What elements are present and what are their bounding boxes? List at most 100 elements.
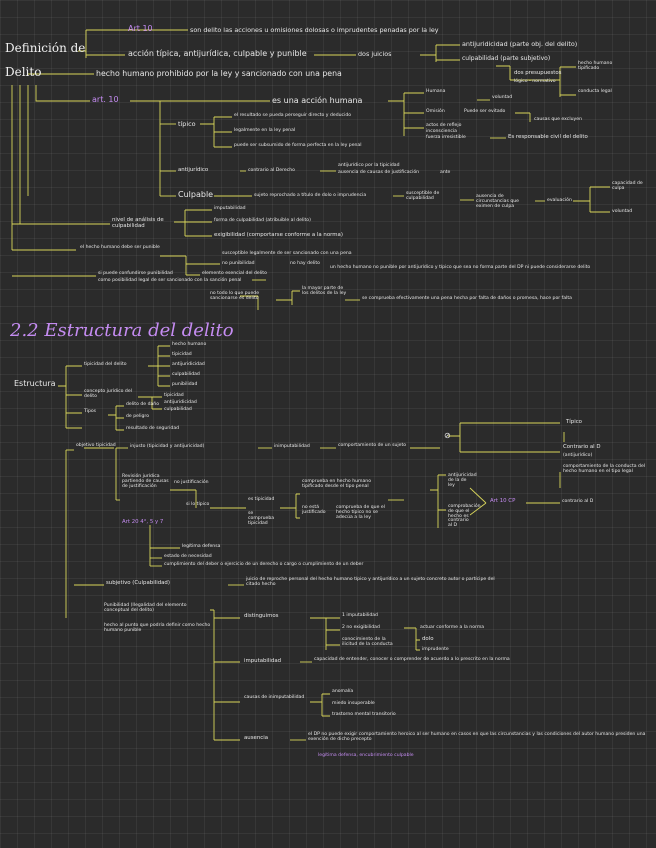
tipo-3: resultado de seguridad: [126, 426, 180, 431]
punible-9: un hecho humano no punible por antijuríd…: [330, 265, 591, 270]
es-tipicidad: es tipicidad: [248, 497, 275, 502]
antijuridico-3: ausencia de causas de justificación: [338, 170, 420, 175]
hecho-humano: hecho humano prohibido por la ley y sanc…: [96, 69, 342, 78]
tipico-1: el resultado se pueda perseguir directo …: [234, 113, 352, 118]
imputabilidad-b: imputabilidad: [244, 658, 282, 664]
exigibilidad: exigibilidad (comportarse conforme a la …: [214, 232, 343, 238]
punible-10: se comprueba efectivamente una pena hech…: [362, 296, 572, 301]
art-20: Art 20 4°, 5 y 7: [122, 519, 164, 525]
causa-2: miedo insuperable: [332, 701, 375, 706]
estado-necesidad: estado de necesidad: [164, 554, 212, 559]
punible-5: si puede confundirse punibilidad: [98, 271, 173, 276]
fuerza-irresistible: fuerza irresistible: [426, 135, 466, 140]
punible-1: el hecho humano debe ser punible: [80, 245, 160, 250]
antijuridico-2: antijurídico por la tipicidad: [338, 163, 400, 168]
causas-excluyen: causas que excluyen: [534, 117, 582, 122]
cj-3: culpabilidad: [164, 407, 192, 412]
contrario-al-d: contrario al D: [562, 499, 594, 504]
di-2: 2 no exigibilidad: [342, 625, 380, 630]
culpabilidad-parte: culpabilidad (parte subjetivo): [462, 55, 551, 62]
voluntad-b: voluntad: [612, 209, 633, 214]
no-hay-delito: no hay delito: [290, 261, 320, 266]
punible-8: la mayor parte de los delitos de la ley: [302, 286, 347, 296]
cj-2: antijuridicidad: [164, 400, 197, 405]
di-4: actuar conforme a la norma: [420, 625, 485, 630]
punibilidad: Punibilidad (Ilegalidad del elemento con…: [104, 603, 187, 613]
punible-3: no punibilidad: [222, 261, 255, 266]
dos-presupuestos: dos presupuestos: [514, 70, 562, 76]
causa-1: anomalía: [332, 689, 354, 694]
th-5: punibilidad: [172, 382, 198, 387]
punible-2: susceptible legalmente de ser sancionado…: [222, 251, 352, 256]
se-comprueba: se comprueba tipicidad: [248, 511, 275, 526]
voluntad: voluntad: [492, 95, 513, 100]
estructura-label: Estructura: [14, 379, 56, 388]
conducta-legal: conducta legal: [578, 89, 612, 94]
subjetivo-text: juicio de reproche personal del hecho hu…: [246, 577, 495, 587]
culpable-3: ausencia de circunstancias que eximen de…: [476, 194, 519, 209]
tipos-label: Tipos: [84, 409, 97, 414]
comprueba-2: comprueba de que el hecho típico no se a…: [336, 505, 385, 520]
omision: Omisión: [426, 109, 445, 114]
punibilidad-2: hecho al punto que podría definir como h…: [104, 623, 211, 633]
di-6: imprudente: [422, 647, 449, 652]
ausencia-ref: legítima defensa, encubrimiento culpable: [318, 753, 414, 758]
concepto-juridico: concepto jurídico del delito: [84, 389, 132, 399]
cj-1: tipicidad: [164, 393, 184, 398]
th-3: antijuridicidad: [172, 362, 205, 367]
art-20-b: Art 10 CP: [490, 498, 516, 504]
culpable-2: susceptible de culpabilidad: [406, 191, 440, 201]
inconsciencia: inconsciencia: [426, 129, 457, 134]
evaluacion: evaluación: [547, 198, 572, 203]
antijuridico-label: antijurídico: [178, 167, 209, 173]
ausencia-text: el DP no puede exigir comportamiento her…: [308, 732, 646, 742]
imputabilidad: imputabilidad: [214, 206, 246, 211]
hecho-tipificado: hecho humano tipificado: [578, 61, 613, 71]
comportamiento: comportamiento de un sujeto: [338, 443, 407, 448]
objetivo-label: objetivo: [76, 443, 95, 448]
punible-6: como posibilidad legal de ser sancionado…: [98, 278, 242, 283]
actos-reflejo: actos de reflejo: [426, 123, 462, 128]
th-1: hecho humano: [172, 342, 207, 347]
contrario-d: Contrario al D: [563, 444, 601, 450]
subjetivo-label: subjetivo (Culpabilidad): [106, 580, 170, 586]
definicion-label: Definición de: [5, 41, 86, 55]
di-3: conocimiento de la ilicitud de la conduc…: [342, 637, 393, 647]
nivel-analisis: nivel de análisis de culpabilidad: [112, 217, 164, 229]
capacidad-culpa: capacidad de culpa: [612, 181, 643, 191]
imputabilidad-text: capacidad de entender, conocer o compren…: [314, 657, 510, 662]
antijuridico-1: contrario al Derecho: [248, 168, 295, 173]
logico-normativo: lógico - normativo: [514, 79, 556, 84]
revision: Revisión jurídica partiendo de causas de…: [122, 474, 169, 489]
accion-tipica: acción típica, antijurídica, culpable y …: [128, 49, 307, 58]
responsable-civil: Es responsable civil del delito: [508, 134, 588, 140]
section-title: 2.2 Estructura del delito: [10, 320, 234, 341]
antijuridico-d: antijuricidad de la de ley: [448, 473, 477, 488]
accion-humana: es una acción humana: [272, 96, 363, 105]
antijuridicidad-parte: antijuridicidad (parte obj. del delito): [462, 40, 578, 48]
th-4: culpabilidad: [172, 372, 200, 377]
di-1: 1 imputabilidad: [342, 613, 378, 618]
comportamiento-2: comportamiento de la conducta del hecho …: [563, 464, 646, 474]
art-10-text: son delito las acciones u omisiones dolo…: [190, 26, 439, 34]
forma-culpabilidad: forma de culpabilidad (atribuible al del…: [214, 218, 311, 223]
comprobacion: comprobación de que el hecho es contrari…: [448, 504, 481, 529]
cumplimiento: cumplimiento del deber o ejercicio de un…: [164, 562, 364, 567]
art-10-b-label: art. 10: [92, 95, 119, 104]
tipico-box: Típico: [566, 419, 582, 425]
punible-7: no todo lo que puede sancionarse es deli…: [210, 291, 260, 301]
antijuridico-4: ante: [440, 170, 451, 175]
tipico-3: puede ser subsumido de forma perfecta en…: [234, 143, 362, 148]
culpable-1: sujeto reprochado a título de dolo o imp…: [254, 193, 367, 198]
tipicidad-obj: tipicidad: [96, 443, 116, 448]
tipico-2: legalmente en la ley penal: [234, 128, 296, 133]
no-justificacion: no justificación: [174, 480, 209, 485]
si-tipico: si lo típico: [186, 502, 210, 507]
inimputabilidad: inimputabilidad: [274, 444, 310, 449]
punible-4: elemento esencial del delito: [202, 271, 267, 276]
tipo-2: de peligro: [126, 414, 150, 419]
cycle-icon: ⊘: [444, 431, 451, 440]
legitima-defensa: legítima defensa: [182, 544, 221, 549]
